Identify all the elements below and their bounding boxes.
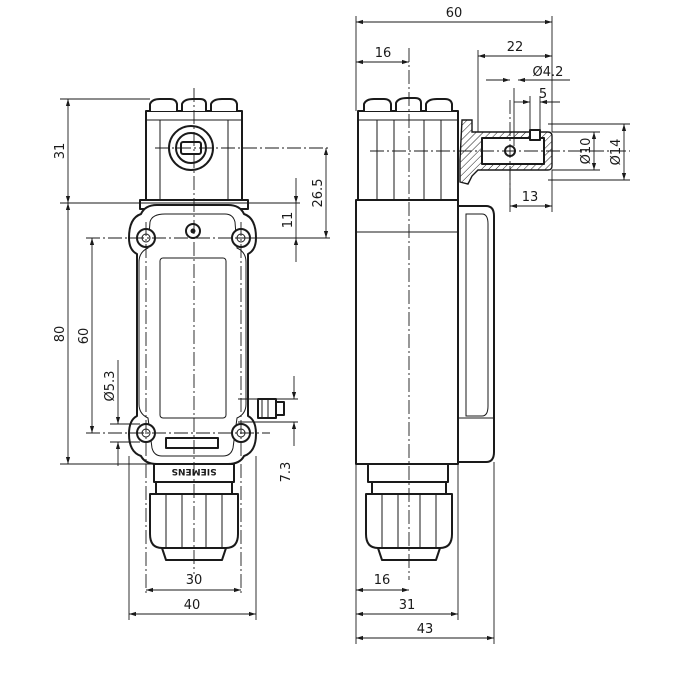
side-head-bumps	[363, 97, 453, 111]
front-lid-panel	[159, 257, 227, 419]
side-bottom-strip	[367, 463, 449, 483]
dim-5-3: Ø5.3	[103, 371, 118, 402]
dim-31-side: 31	[399, 598, 416, 613]
dim-16-top: 16	[375, 46, 392, 61]
dim-26-5: 26.5	[311, 179, 326, 208]
dim-40: 40	[184, 598, 201, 613]
dim-30: 30	[186, 573, 203, 588]
dim-43: 43	[417, 622, 434, 637]
side-head	[357, 110, 459, 201]
dim-11: 11	[281, 212, 296, 229]
dim-7-3: 7.3	[279, 462, 294, 483]
dim-5: 5	[539, 87, 547, 102]
side-body	[355, 199, 459, 465]
front-head-bumps	[149, 98, 238, 111]
dim-16-bottom: 16	[374, 573, 391, 588]
front-lid	[138, 213, 247, 457]
dim-60: 60	[77, 328, 92, 345]
dim-60-side: 60	[446, 6, 463, 21]
front-view: SIEMENS	[53, 88, 330, 620]
dim-80: 80	[53, 326, 68, 343]
dim-4-2: Ø4.2	[533, 65, 564, 80]
side-actuator-tab	[529, 129, 541, 141]
side-lid	[457, 205, 495, 463]
dim-31: 31	[53, 143, 68, 160]
front-center-screw-dot	[190, 228, 196, 234]
dim-14: Ø14	[609, 139, 624, 166]
dim-10: Ø10	[579, 138, 594, 165]
dim-13: 13	[522, 190, 539, 205]
front-label-plate	[165, 437, 219, 449]
side-view: 60 16 22 Ø4.2 5 Ø10 Ø14 13 16 31 43	[355, 6, 630, 644]
dim-22: 22	[507, 40, 524, 55]
